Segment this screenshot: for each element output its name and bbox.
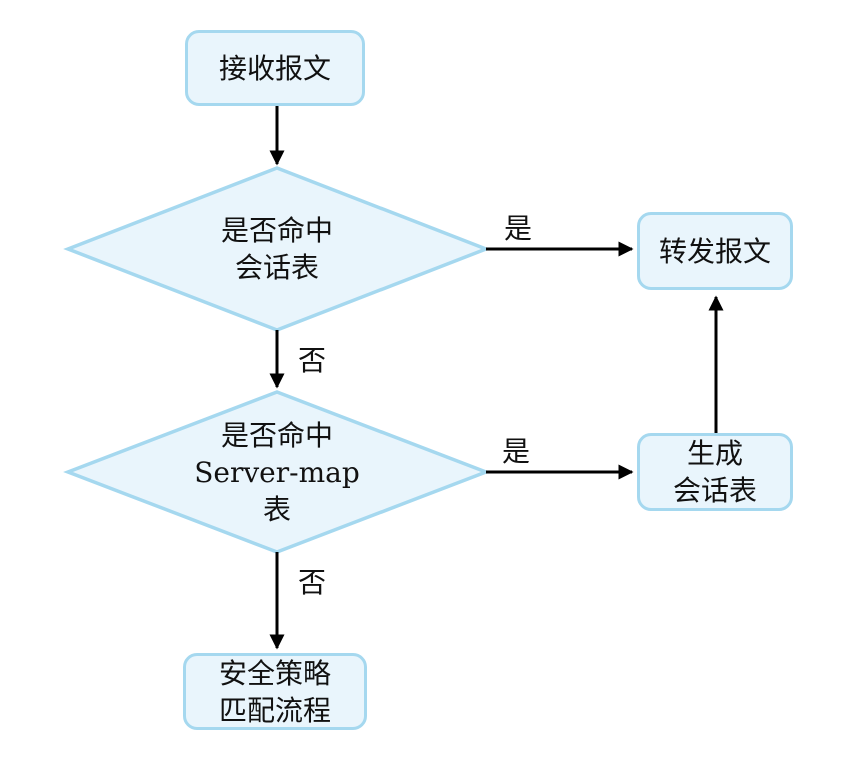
node-label: Server-map [194,456,360,489]
node-forward-packet: 转发报文 [637,212,793,290]
node-label: 转发报文 [658,234,771,268]
node-label: 会话表 [234,251,319,284]
decision-session-label: 是否命中 会话表 [177,212,377,286]
node-security-policy-process: 安全策略 匹配流程 [183,653,367,730]
node-label: 表 [262,493,291,526]
branch-label-servermap-no: 否 [297,566,326,599]
node-label: 生成 [686,437,743,470]
node-label: 是否命中 [220,214,333,247]
node-receive-packet: 接收报文 [185,30,365,106]
node-label: 会话表 [672,474,757,507]
branch-label-servermap-yes: 是 [501,435,530,468]
node-label: 接收报文 [218,51,331,85]
node-label: 是否命中 [220,419,333,452]
node-label: 匹配流程 [218,693,331,727]
branch-label-session-yes: 是 [503,212,532,245]
node-create-session-table: 生成 会话表 [637,433,793,511]
node-label: 安全策略 [218,656,331,690]
decision-servermap-label: 是否命中 Server-map 表 [157,417,397,528]
branch-label-session-no: 否 [297,344,326,377]
